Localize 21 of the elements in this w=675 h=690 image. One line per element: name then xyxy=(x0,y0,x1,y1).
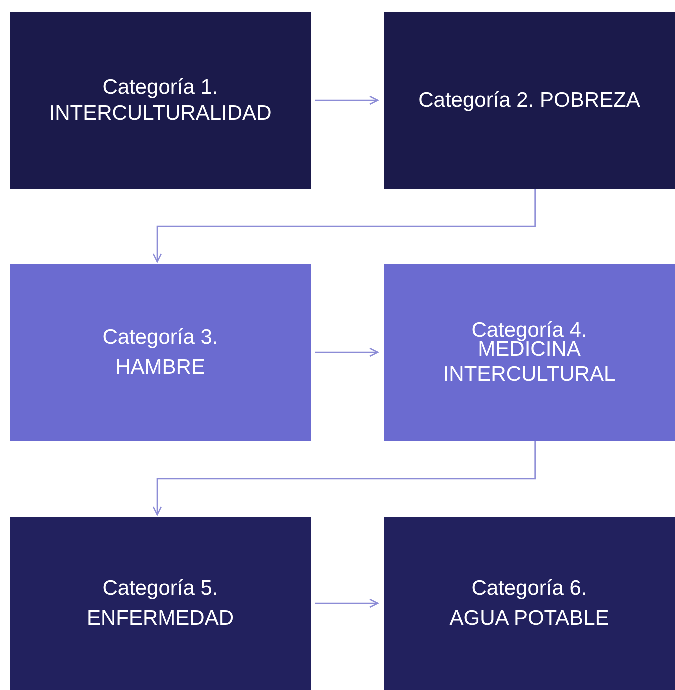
category-name: HAMBRE xyxy=(116,354,206,380)
category-box xyxy=(384,517,675,690)
category-title: Categoría 6. xyxy=(472,576,588,602)
arrow xyxy=(315,96,379,106)
category-box xyxy=(10,264,311,441)
category-name: AGUA POTABLE xyxy=(450,606,610,631)
category-box xyxy=(384,264,675,441)
category-box xyxy=(10,517,311,690)
category-name: ENFERMEDAD xyxy=(86,606,234,631)
arrow xyxy=(315,598,379,608)
category-title: Categoría 5. xyxy=(102,576,218,602)
category-title: Categoría 1. xyxy=(102,75,218,100)
category-title: Categoría 3. xyxy=(102,325,218,350)
category-name: INTERCULTURALIDAD xyxy=(49,100,272,126)
category-title: Categoría 4. xyxy=(472,318,588,342)
arrow xyxy=(152,189,536,263)
category-box xyxy=(10,12,311,189)
category-title: Categoría 2. POBREZA xyxy=(418,88,640,114)
category-box xyxy=(384,12,675,189)
arrow xyxy=(152,441,536,516)
arrow xyxy=(315,348,379,358)
